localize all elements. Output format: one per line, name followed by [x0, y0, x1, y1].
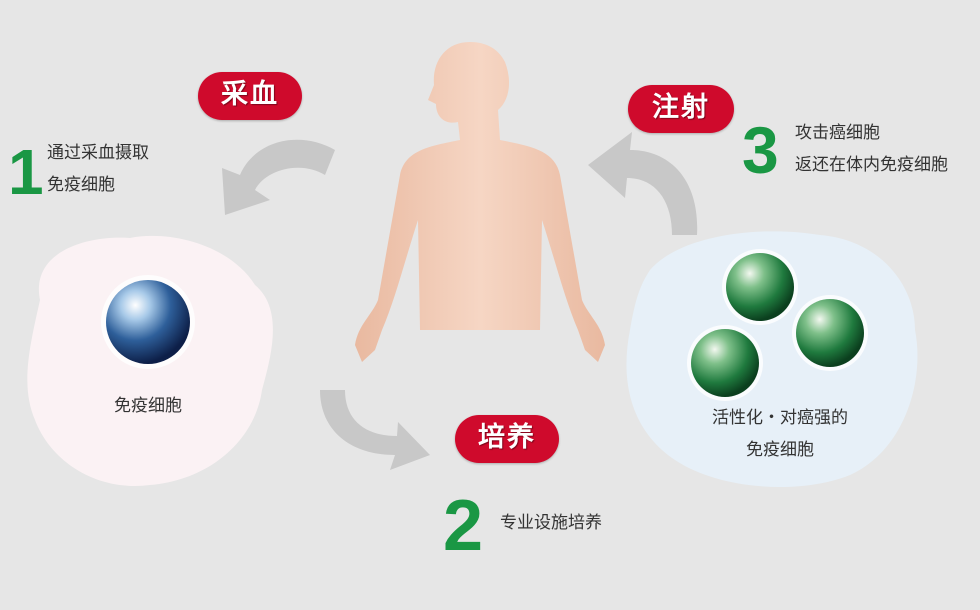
step-number-1: 1 [8, 136, 44, 208]
arrow-3-icon [588, 132, 698, 235]
badge-culture: 培养 [455, 415, 559, 463]
activated-cell-icon [691, 329, 759, 397]
step-3-line-2: 返还在体内免疫细胞 [795, 155, 948, 175]
badge-injection: 注射 [628, 85, 734, 133]
arrow-2-icon [320, 390, 430, 470]
right-cell-blob [626, 231, 918, 487]
step-number-3: 3 [742, 113, 779, 187]
step-number-2: 2 [443, 486, 484, 566]
right-cell-caption-line-2: 免疫细胞 [746, 440, 814, 460]
step-2-line-1: 专业设施培养 [500, 513, 602, 533]
activated-cell-icon [726, 253, 794, 321]
arrow-1-icon [222, 139, 335, 215]
human-body-icon [355, 42, 605, 362]
left-cell-caption: 免疫细胞 [114, 396, 182, 416]
badge-blood-draw: 采血 [198, 72, 302, 120]
step-3-line-1: 攻击癌细胞 [795, 123, 880, 143]
right-cell-caption-line-1: 活性化・对癌强的 [712, 408, 848, 428]
step-1-line-2: 免疫细胞 [47, 175, 115, 195]
step-1-line-1: 通过采血摄取 [47, 143, 149, 163]
activated-cell-icon [796, 299, 864, 367]
